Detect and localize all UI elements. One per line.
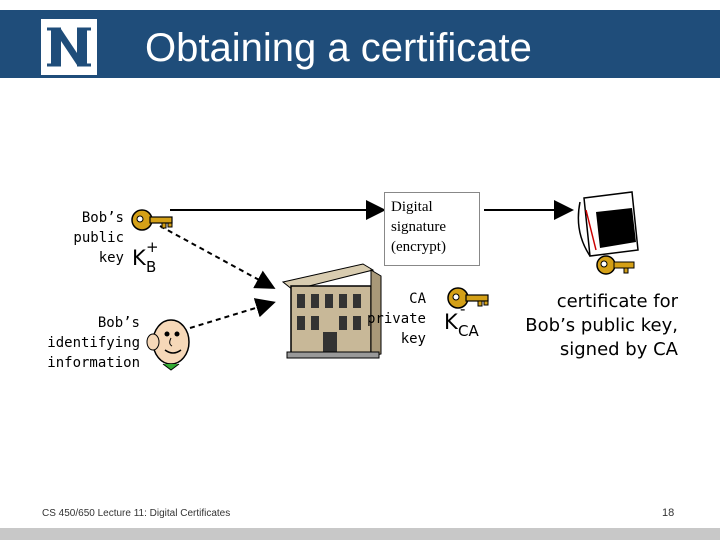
header: Obtaining a certificate xyxy=(0,0,720,98)
digital-signature-box: Digital signature (encrypt) xyxy=(384,192,480,266)
ca-key-icon xyxy=(447,287,489,309)
bob-public-line-2: public xyxy=(73,230,124,246)
bob-public-line-1: Bob’s xyxy=(81,210,124,226)
bob-identifying-line-2: identifying xyxy=(47,335,140,351)
ca-private-line-2: private xyxy=(366,311,426,327)
certificate-line-1: certificate for xyxy=(556,291,678,312)
certificate-line-3: signed by CA xyxy=(559,339,678,360)
bob-public-key-label: Bob’s public key xyxy=(60,208,124,268)
logo-n-icon xyxy=(47,27,91,67)
signature-line-3: (encrypt) xyxy=(391,239,446,255)
kca-symbol: K xyxy=(444,310,458,334)
dashed-arrow-key-to-ca xyxy=(159,225,276,289)
signature-line-2: signature xyxy=(391,219,446,235)
kb-superscript: + xyxy=(146,238,159,256)
university-logo xyxy=(38,16,100,78)
bob-public-line-3: key xyxy=(98,250,124,266)
ca-building-icon xyxy=(281,263,382,359)
page-number: 18 xyxy=(662,507,675,519)
dashed-arrow-info-to-ca xyxy=(189,298,276,329)
kca-subscript: CA xyxy=(458,322,479,340)
kb-symbol: K xyxy=(132,246,146,270)
header-band xyxy=(0,10,720,78)
bob-identifying-line-3: information xyxy=(47,355,140,371)
certificate-icon xyxy=(577,191,639,257)
bob-identifying-line-1: Bob’s xyxy=(97,315,140,331)
kca-superscript: - xyxy=(460,300,466,318)
signature-line-1: Digital xyxy=(391,199,433,215)
slide-title: Obtaining a certificate xyxy=(145,26,532,70)
kb-subscript: B xyxy=(146,258,157,276)
ca-private-line-1: CA xyxy=(409,291,426,307)
certificate-line-2: Bob’s public key, xyxy=(525,315,678,336)
bob-identifying-label: Bob’s identifying information xyxy=(40,313,140,373)
ca-private-line-3: key xyxy=(400,331,426,347)
bottom-bar xyxy=(0,528,720,540)
certificate-label: certificate for Bob’s public key, signed… xyxy=(508,290,678,362)
bob-key-icon xyxy=(131,209,173,231)
bob-face-icon xyxy=(146,319,190,371)
certificate-key-icon xyxy=(596,255,635,275)
footer-course: CS 450/650 Lecture 11: Digital Certifica… xyxy=(42,508,231,519)
ca-private-key-label: CA private key xyxy=(360,289,426,349)
